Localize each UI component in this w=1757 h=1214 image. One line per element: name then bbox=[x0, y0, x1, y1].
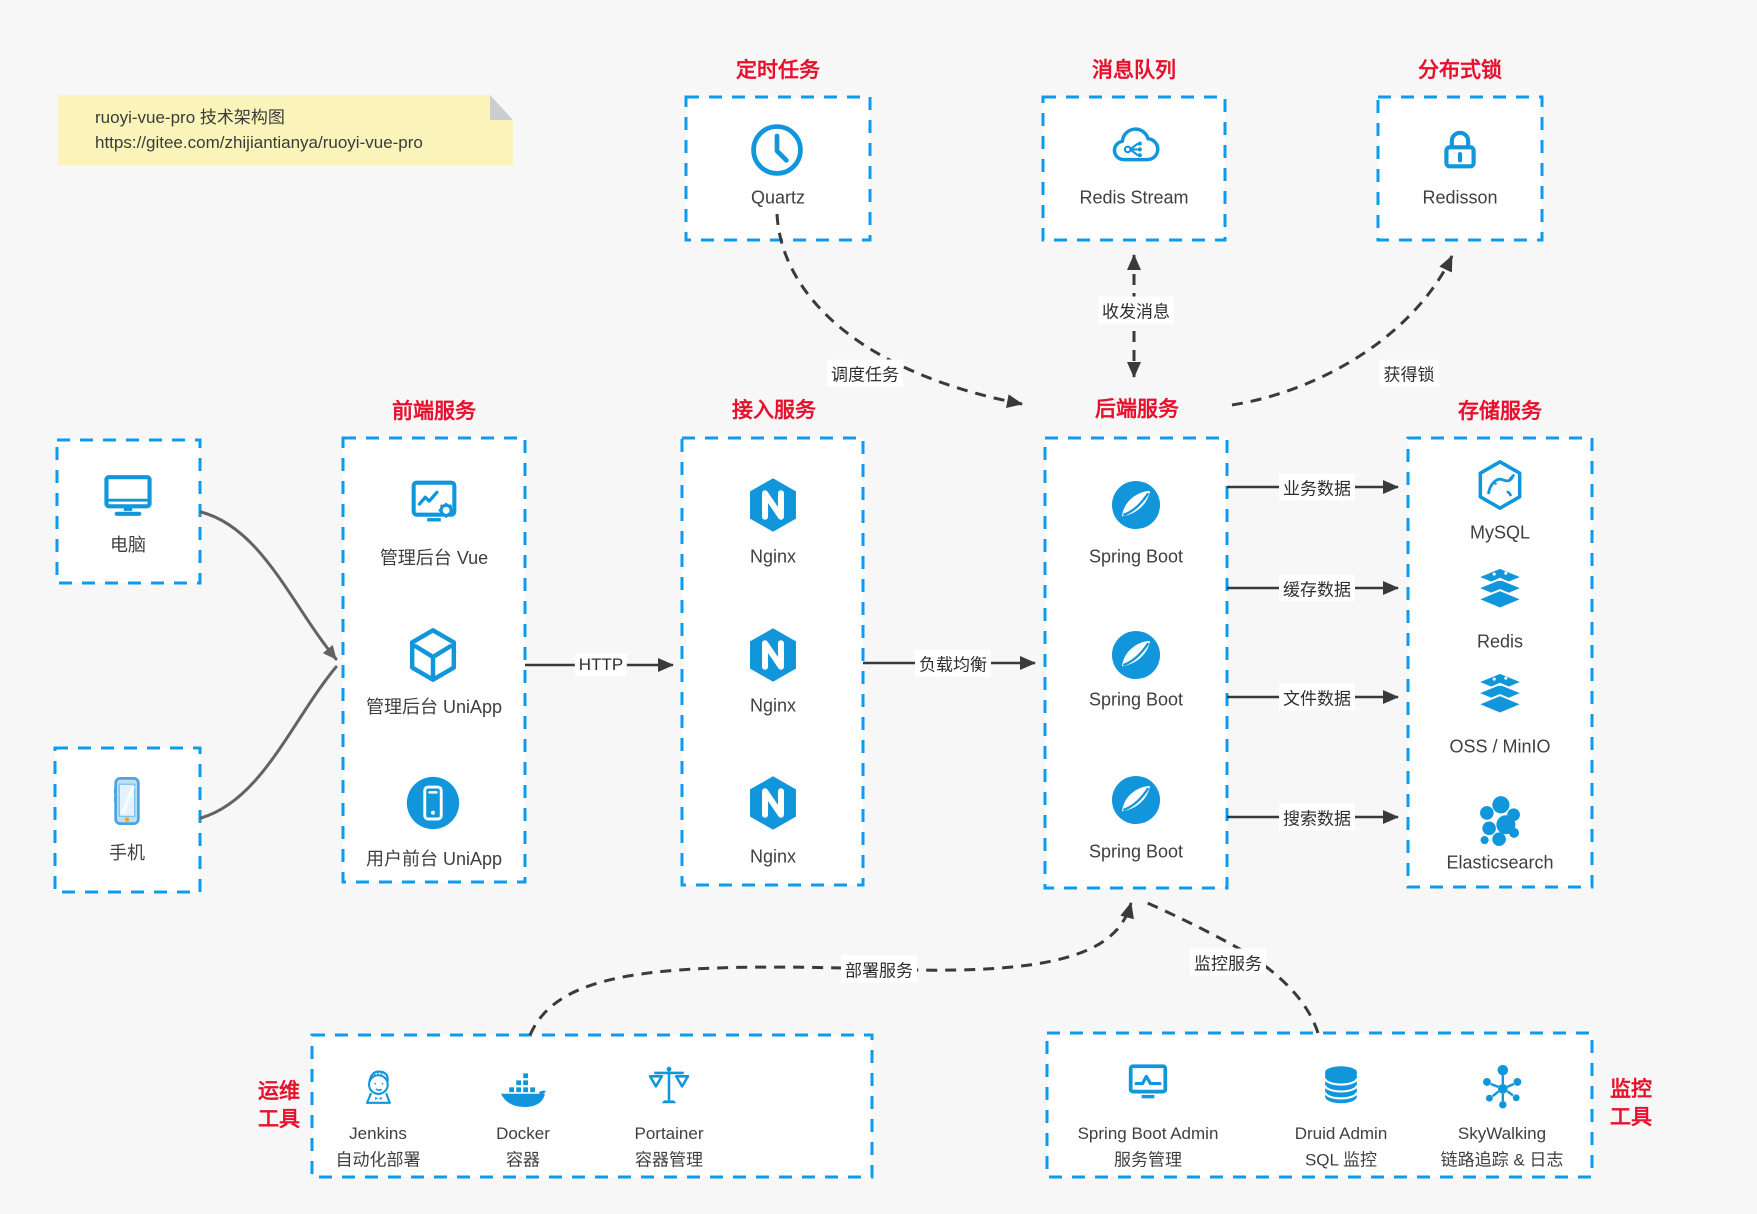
title-scheduled-tasks: 定时任务 bbox=[736, 59, 820, 82]
computer-icon bbox=[98, 465, 158, 525]
nginx-label: Nginx bbox=[749, 846, 797, 867]
portainer-icon bbox=[648, 1065, 690, 1105]
monitor-edge-label: 监控服务 bbox=[1190, 948, 1266, 976]
sticky-note-fold bbox=[490, 95, 513, 120]
ops-title-line1: 运维 bbox=[258, 1080, 300, 1103]
admin-vue-icon bbox=[403, 474, 465, 536]
docker-label: Docker bbox=[496, 1124, 550, 1143]
spring-boot-label: Spring Boot bbox=[1088, 841, 1184, 862]
druid-label: Druid Admin bbox=[1294, 1124, 1388, 1143]
skywalking-icon bbox=[1481, 1063, 1523, 1110]
oss-minio-icon bbox=[1476, 671, 1524, 715]
druid-sublabel: SQL 监控 bbox=[1304, 1150, 1378, 1170]
sticky-note: ruoyi-vue-pro 技术架构图 https://gitee.com/zh… bbox=[58, 95, 513, 165]
note-title: ruoyi-vue-pro 技术架构图 bbox=[95, 108, 285, 127]
jenkins-sublabel: 自动化部署 bbox=[335, 1150, 421, 1170]
mysql-icon bbox=[1478, 460, 1522, 510]
http-edge-label: HTTP bbox=[574, 654, 628, 676]
nginx-icon bbox=[743, 475, 803, 535]
redis-label: Redis bbox=[1476, 631, 1524, 652]
nginx-icon bbox=[743, 773, 803, 833]
redis-icon bbox=[1476, 566, 1524, 610]
portainer-sublabel: 容器管理 bbox=[635, 1150, 703, 1170]
title-gateway-services: 接入服务 bbox=[732, 399, 816, 422]
edge-pc-to-frontend bbox=[199, 510, 338, 661]
portainer-label: Portainer bbox=[634, 1124, 704, 1143]
edge-mobile-to-frontend bbox=[199, 665, 338, 820]
spring-boot-icon bbox=[1110, 629, 1162, 681]
title-message-queue: 消息队列 bbox=[1092, 59, 1176, 82]
load-balance-edge-label: 负载均衡 bbox=[915, 649, 991, 677]
admin-uniapp-label: 管理后台 UniApp bbox=[365, 697, 503, 717]
business-data-edge-label: 业务数据 bbox=[1279, 473, 1355, 501]
spring-boot-admin-label: Spring Boot Admin bbox=[1077, 1124, 1219, 1143]
note-url: https://gitee.com/zhijiantianya/ruoyi-vu… bbox=[95, 133, 423, 152]
spring-boot-icon bbox=[1110, 479, 1162, 531]
skywalking-label: SkyWalking bbox=[1457, 1124, 1547, 1143]
docker-icon bbox=[500, 1072, 547, 1108]
mysql-label: MySQL bbox=[1469, 522, 1531, 543]
skywalking-sublabel: 链路追踪 & 日志 bbox=[1440, 1150, 1564, 1170]
pc-label: 电脑 bbox=[110, 535, 146, 555]
user-uniapp-label: 用户前台 UniApp bbox=[365, 849, 503, 869]
messages-edge-label: 收发消息 bbox=[1098, 296, 1174, 324]
druid-icon bbox=[1324, 1065, 1358, 1105]
title-backend-services: 后端服务 bbox=[1095, 398, 1179, 421]
elasticsearch-icon bbox=[1480, 796, 1520, 847]
cache-data-edge-label: 缓存数据 bbox=[1279, 574, 1355, 602]
spring-boot-label: Spring Boot bbox=[1088, 546, 1184, 567]
deploy-edge-label: 部署服务 bbox=[841, 955, 917, 983]
admin-vue-label: 管理后台 Vue bbox=[379, 548, 489, 568]
spring-boot-admin-icon bbox=[1128, 1064, 1168, 1101]
spring-boot-admin-sublabel: 服务管理 bbox=[1114, 1150, 1182, 1170]
search-data-edge-label: 搜索数据 bbox=[1279, 803, 1355, 831]
title-ops-tools: 运维 工具 bbox=[258, 1078, 300, 1134]
mq-cloud-icon bbox=[1112, 127, 1160, 162]
ops-title-line2: 工具 bbox=[258, 1108, 300, 1131]
spring-boot-icon bbox=[1110, 774, 1162, 826]
docker-sublabel: 容器 bbox=[506, 1150, 540, 1170]
quartz-label: Quartz bbox=[750, 187, 806, 208]
clock-icon bbox=[747, 120, 807, 180]
redis-stream-label: Redis Stream bbox=[1079, 187, 1189, 208]
acquire-lock-edge-label: 获得锁 bbox=[1379, 359, 1439, 387]
oss-minio-label: OSS / MinIO bbox=[1449, 736, 1551, 757]
nginx-icon bbox=[743, 625, 803, 685]
title-distributed-lock: 分布式锁 bbox=[1418, 59, 1502, 82]
title-frontend-services: 前端服务 bbox=[392, 400, 476, 423]
schedule-edge-label: 调度任务 bbox=[827, 359, 903, 387]
jenkins-icon bbox=[365, 1070, 391, 1104]
nginx-label: Nginx bbox=[749, 695, 797, 716]
monitoring-title-line1: 监控 bbox=[1610, 1078, 1652, 1101]
spring-boot-label: Spring Boot bbox=[1088, 689, 1184, 710]
uniapp-cube-icon bbox=[402, 624, 464, 686]
title-monitoring-tools: 监控 工具 bbox=[1610, 1076, 1652, 1132]
elasticsearch-label: Elasticsearch bbox=[1446, 852, 1554, 873]
title-storage-services: 存储服务 bbox=[1458, 400, 1542, 423]
mobile-label: 手机 bbox=[109, 843, 145, 863]
edge-deploy bbox=[528, 902, 1134, 1036]
file-data-edge-label: 文件数据 bbox=[1279, 683, 1355, 711]
nginx-label: Nginx bbox=[749, 546, 797, 567]
smartphone-icon bbox=[112, 776, 140, 826]
redisson-label: Redisson bbox=[1422, 187, 1498, 208]
lock-icon bbox=[1431, 121, 1489, 179]
monitoring-title-line2: 工具 bbox=[1610, 1106, 1652, 1129]
phone-circle-icon bbox=[405, 775, 461, 831]
jenkins-label: Jenkins bbox=[349, 1124, 407, 1143]
